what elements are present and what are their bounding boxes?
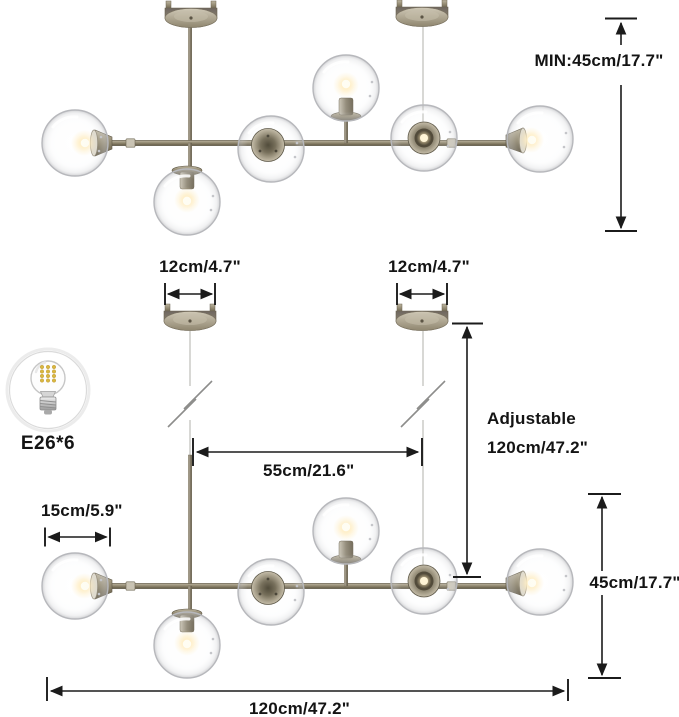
adjustable-value-label: 120cm/47.2"	[487, 438, 589, 457]
chandelier-bottom-view	[42, 303, 573, 678]
dim-globe-diameter	[44, 527, 111, 547]
dim-adjustable	[452, 322, 483, 578]
bulb-badge	[5, 347, 91, 433]
dim-overall-width	[46, 677, 569, 701]
canopy-width-left-label: 12cm/4.7"	[159, 257, 241, 276]
dimension-annotations	[44, 17, 637, 701]
chandelier-top-view	[42, 0, 573, 235]
ceiling-canopy	[395, 0, 449, 28]
dim-wire-spacing	[192, 438, 423, 466]
dim-canopy-right	[396, 283, 448, 305]
fixture-body	[42, 498, 573, 678]
overall-width-label: 120cm/47.2"	[249, 699, 351, 717]
dim-canopy-left	[164, 283, 216, 305]
ceiling-canopy	[164, 0, 218, 29]
led-bulb-icon	[30, 360, 66, 415]
ceiling-canopy	[163, 303, 217, 331]
min-drop-label: MIN:45cm/17.7"	[534, 51, 664, 70]
down-rod	[188, 25, 192, 145]
fixture-height-label: 45cm/17.7"	[589, 571, 679, 595]
adjustable-label: Adjustable	[487, 409, 576, 428]
canopy-width-right-label: 12cm/4.7"	[388, 257, 470, 276]
globe-diameter-label: 15cm/5.9"	[41, 501, 123, 520]
dim-min-drop	[605, 17, 637, 232]
ceiling-canopy	[395, 303, 449, 331]
down-rod	[188, 454, 192, 587]
bulb-spec-label: E26*6	[20, 433, 76, 454]
wire-break-marks	[167, 380, 446, 428]
suspension-wires	[189, 331, 424, 572]
fixture-body	[42, 55, 573, 235]
wire-spacing-label: 55cm/21.6"	[263, 461, 355, 480]
